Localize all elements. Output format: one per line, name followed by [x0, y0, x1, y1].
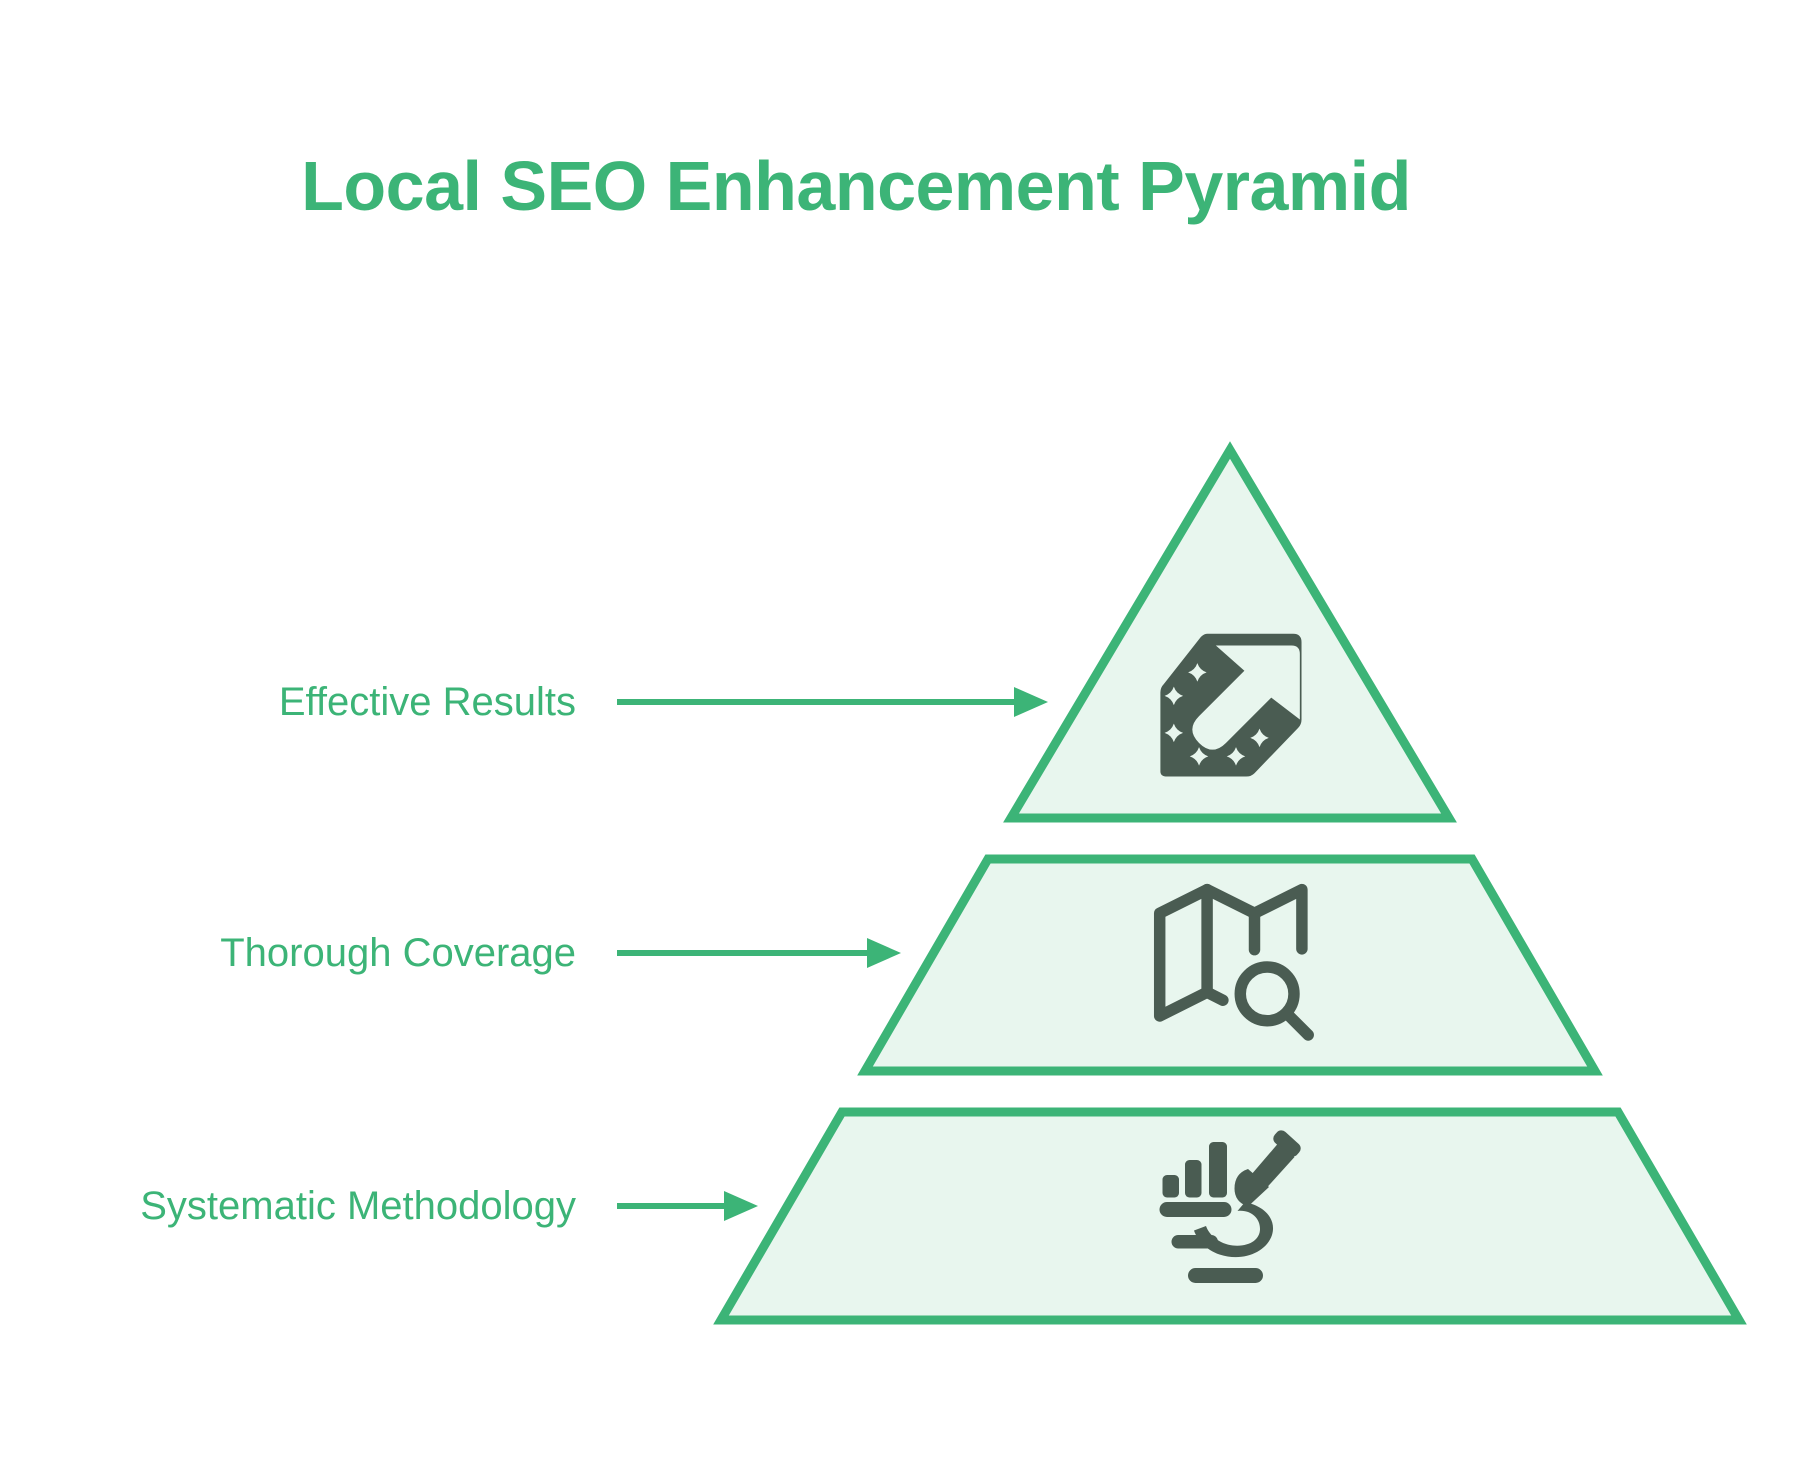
pyramid-level-bottom — [713, 1107, 1747, 1325]
arrow-connector-3 — [617, 1191, 758, 1221]
map-search-icon — [1153, 883, 1314, 1041]
pyramid-level-middle — [857, 854, 1603, 1076]
arrow-connector-1 — [617, 687, 1048, 717]
page-title: Local SEO Enhancement Pyramid — [301, 147, 1411, 225]
label-effective-results: Effective Results — [278, 680, 576, 724]
arrow-connector-2 — [617, 938, 901, 968]
growth-arrow-sparkles-icon — [1160, 633, 1302, 777]
label-systematic-methodology: Systematic Methodology — [140, 1184, 576, 1228]
label-thorough-coverage: Thorough Coverage — [220, 931, 576, 975]
microscope-analytics-icon — [1159, 1130, 1301, 1283]
